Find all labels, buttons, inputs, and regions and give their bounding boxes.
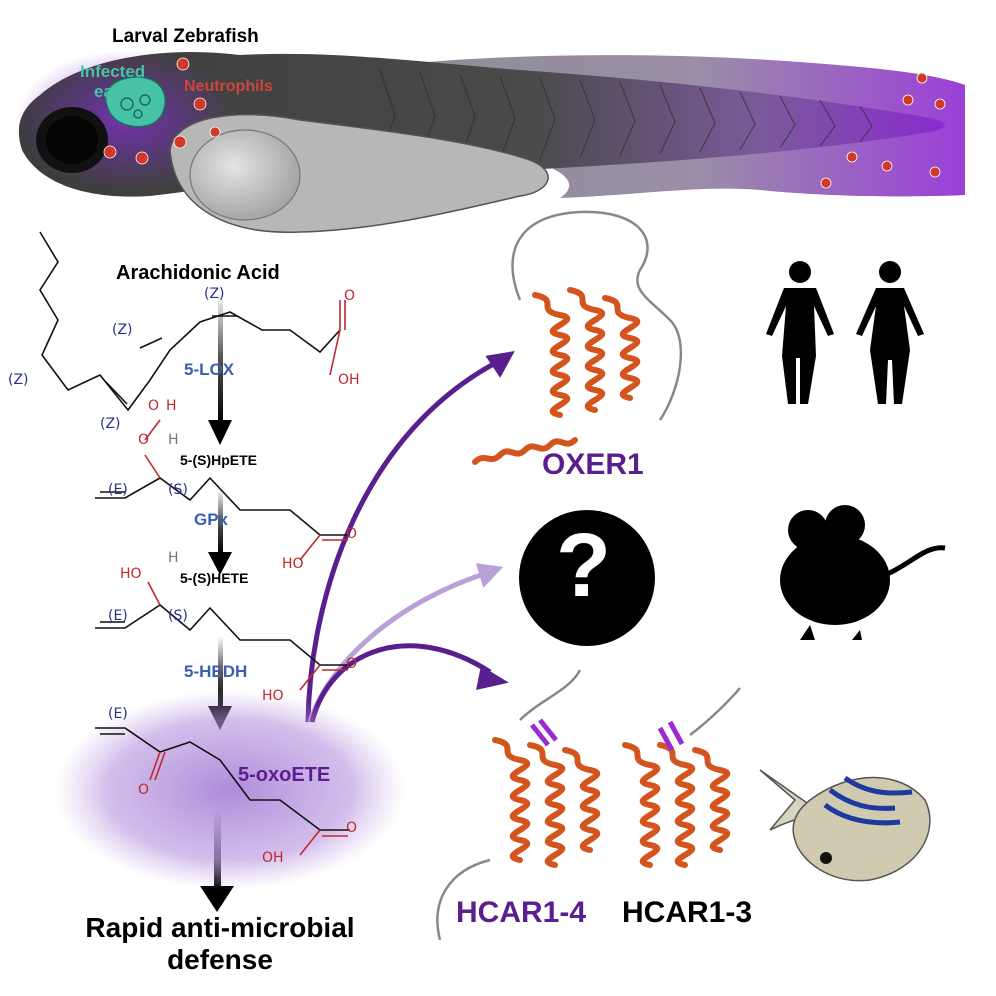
oxygen-atom: O xyxy=(138,782,150,798)
neutrophils-label: Neutrophils xyxy=(184,78,273,95)
zebrafish-icon xyxy=(759,769,931,882)
stereo-z-label: (Z) xyxy=(204,286,225,302)
stereo-e-label: (E) xyxy=(108,706,128,722)
hydroxyl-label: HO xyxy=(282,556,304,572)
hydrogen-atom: H xyxy=(168,432,179,448)
substrate-label: Arachidonic Acid xyxy=(116,262,280,284)
intermediate-hpete: 5-(S)HpETE xyxy=(180,452,257,468)
stereo-e-label: (E) xyxy=(108,482,128,498)
hydrogen-atom: H xyxy=(168,550,179,566)
hpete-structure xyxy=(95,419,350,561)
stereo-z-label: (Z) xyxy=(112,322,133,338)
oxygen-atom: O xyxy=(346,820,358,836)
hydroxyl-label: OH xyxy=(338,372,360,388)
oxygen-atom: O xyxy=(344,288,356,304)
unknown-receptor-label: ? xyxy=(556,516,611,616)
arachidonic-acid-structure xyxy=(39,231,346,412)
oxygen-atom: O xyxy=(346,526,358,542)
receptor-hcar1-3-label: HCAR1-3 xyxy=(622,896,753,929)
enzyme-5-lox: 5-LOX xyxy=(184,360,235,379)
oxoete-structure xyxy=(95,727,350,856)
infected-ear-icon xyxy=(105,76,167,128)
hcar1-3-protein-structure xyxy=(622,687,741,868)
fish-panel-title: Larval Zebrafish xyxy=(112,26,259,47)
infected-ear-label: Infected ear xyxy=(80,62,145,102)
stereo-s-label: (S) xyxy=(168,482,188,498)
oxer1-protein-structure xyxy=(472,210,683,465)
receptor-oxer1-label: OXER1 xyxy=(542,448,644,481)
infected-ear-label-line2: ear xyxy=(94,82,120,101)
hydroxyl-label: HO xyxy=(120,566,142,582)
oxygen-atom: O xyxy=(346,656,358,672)
outcome-line1: Rapid anti-microbial xyxy=(85,912,355,943)
question-mark-icon xyxy=(519,510,655,646)
neutrophil-icon xyxy=(103,57,946,189)
larval-zebrafish-illustration xyxy=(15,50,965,233)
oxygen-atom: O xyxy=(148,398,160,414)
hydroxyl-label: HO xyxy=(262,688,284,704)
intermediate-hete: 5-(S)HETE xyxy=(180,570,249,586)
hete-structure xyxy=(95,581,350,691)
hcar1-4-protein-structure xyxy=(436,669,601,941)
mouse-silhouette-icon xyxy=(780,505,946,640)
hydrogen-atom: H xyxy=(166,398,177,414)
receptor-hcar1-4-label: HCAR1-4 xyxy=(456,896,587,929)
enzyme-5-hedh: 5-HEDH xyxy=(184,662,248,681)
product-5-oxoete: 5-oxoETE xyxy=(238,764,331,786)
outcome-line2: defense xyxy=(167,944,273,975)
oxygen-atom: O xyxy=(138,432,150,448)
infected-ear-label-line1: Infected xyxy=(80,62,146,81)
stereo-z-label: (Z) xyxy=(8,372,29,388)
receptor-arrows xyxy=(305,351,515,723)
outcome-label: Rapid anti-microbial defense xyxy=(50,912,390,976)
human-silhouettes-icon xyxy=(766,261,924,404)
stereo-e-label: (E) xyxy=(108,608,128,624)
hydroxyl-label: OH xyxy=(262,850,284,866)
enzyme-gpx: GPx xyxy=(194,510,229,529)
stereo-z-label: (Z) xyxy=(100,416,121,432)
stereo-s-label: (S) xyxy=(168,608,188,624)
